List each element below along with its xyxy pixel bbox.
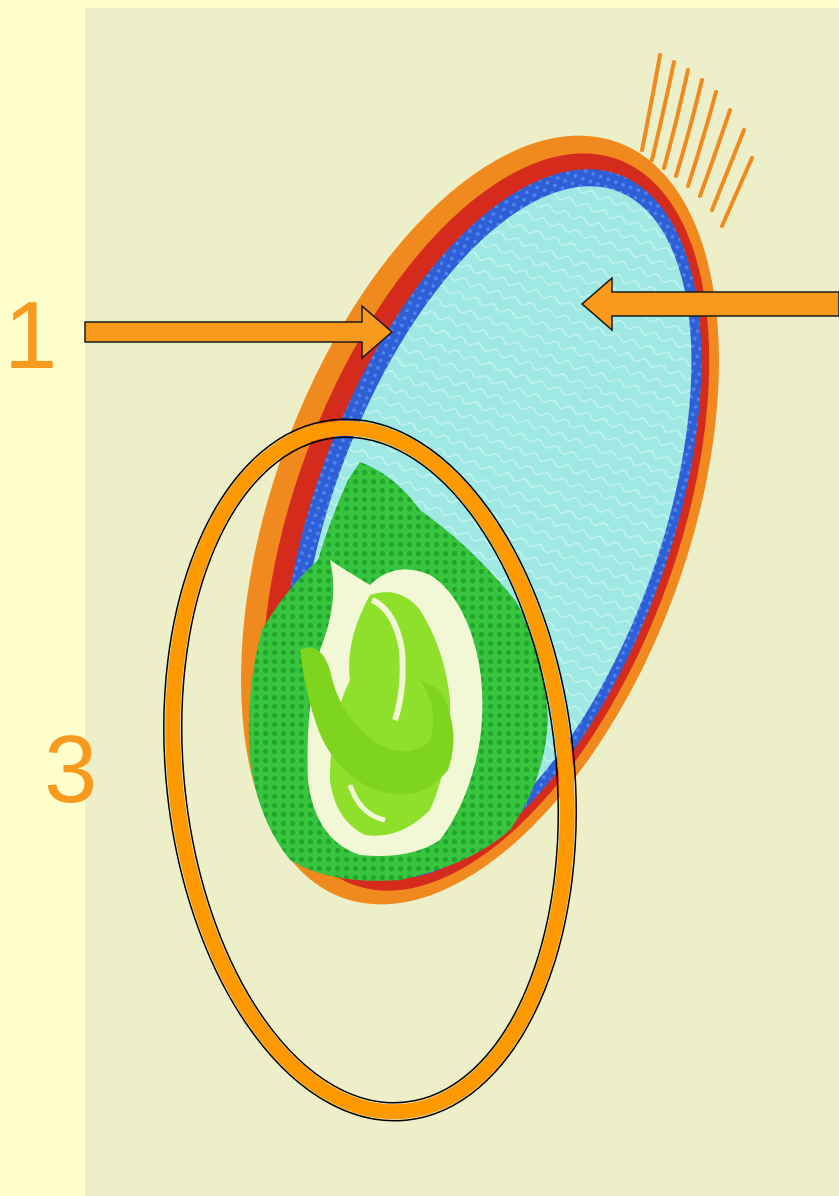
label-1: 1 — [4, 288, 57, 384]
label-3: 3 — [44, 722, 97, 818]
